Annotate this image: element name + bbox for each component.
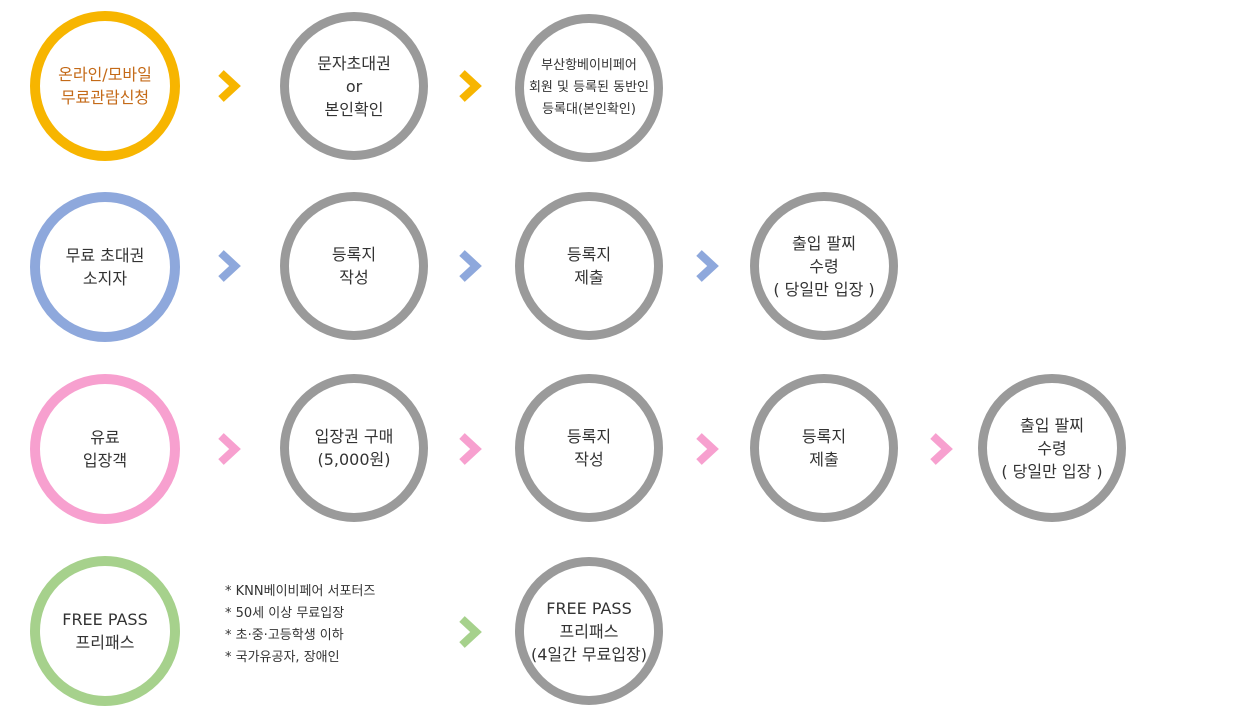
node-line: (5,000원) <box>317 450 391 469</box>
note-item: * 초·중·고등학생 이하 <box>225 628 344 643</box>
node-line: 본인확인 <box>324 99 384 119</box>
node-line: 등록대(본인확인) <box>542 102 636 117</box>
node-line: FREE PASS <box>62 610 148 629</box>
step-submit-registration: 등록지 제출 <box>515 192 663 340</box>
chevron-right-icon <box>693 432 721 466</box>
node-line: FREE PASS <box>546 598 632 618</box>
step-sms-invite-or-id: 문자초대권 or 본인확인 <box>280 12 428 160</box>
step-receive-wristband: 출입 팔찌 수령 ( 당일만 입장 ) <box>978 374 1126 522</box>
node-line: 제출 <box>809 450 839 469</box>
node-line: 프리패스 <box>559 621 619 641</box>
chevron-right-icon <box>215 432 243 466</box>
node-line: 무료 초대권 <box>65 246 145 265</box>
node-line: or <box>345 76 363 96</box>
step-submit-registration: 등록지 제출 <box>750 374 898 522</box>
node-line: 입장객 <box>82 451 128 470</box>
start-online-mobile: 온라인/모바일 무료관람신청 <box>30 11 180 161</box>
note-item: * KNN베이비페어 서포터즈 <box>225 584 376 599</box>
chevron-right-icon <box>456 432 484 466</box>
node-line: 유료 <box>90 428 120 447</box>
node-line: 프리패스 <box>75 633 135 652</box>
node-line: ( 당일만 입장 ) <box>1001 461 1103 481</box>
node-line: ( 당일만 입장 ) <box>773 279 875 299</box>
start-free-invite-holder: 무료 초대권 소지자 <box>30 192 180 342</box>
chevron-right-icon <box>456 249 484 283</box>
step-write-registration: 등록지 작성 <box>515 374 663 522</box>
node-line: 출입 팔찌 <box>792 233 856 253</box>
note-item: * 국가유공자, 장애인 <box>225 650 340 665</box>
chevron-right-icon <box>693 249 721 283</box>
node-line: 등록지 <box>331 245 377 264</box>
node-line: 무료관람신청 <box>60 88 150 107</box>
step-buy-ticket: 입장권 구매 (5,000원) <box>280 374 428 522</box>
chevron-right-icon <box>215 249 243 283</box>
node-line: 부산항베이비페어 <box>541 58 637 73</box>
node-line: 작성 <box>339 268 369 287</box>
chevron-right-icon <box>456 615 484 649</box>
node-line: 등록지 <box>566 245 612 264</box>
node-line: 등록지 <box>566 427 612 446</box>
chevron-right-icon <box>456 69 484 103</box>
start-paid-visitor: 유료 입장객 <box>30 374 180 524</box>
chevron-right-icon <box>927 432 955 466</box>
node-line: (4일간 무료입장) <box>530 644 648 664</box>
node-line: 회원 및 등록된 동반인 <box>528 80 650 95</box>
node-line: 제출 <box>574 268 604 287</box>
node-line: 수령 <box>809 256 839 276</box>
node-line: 작성 <box>574 450 604 469</box>
node-line: 소지자 <box>82 269 128 288</box>
free-pass-eligibility-notes: * KNN베이비페어 서포터즈 * 50세 이상 무료입장 * 초·중·고등학생… <box>225 581 375 669</box>
node-line: 온라인/모바일 <box>58 65 152 84</box>
step-write-registration: 등록지 작성 <box>280 192 428 340</box>
step-receive-wristband: 출입 팔찌 수령 ( 당일만 입장 ) <box>750 192 898 340</box>
node-line: 출입 팔찌 <box>1020 415 1084 435</box>
step-member-registration-desk: 부산항베이비페어 회원 및 등록된 동반인 등록대(본인확인) <box>515 14 663 162</box>
node-line: 수령 <box>1037 438 1067 458</box>
node-line: 문자초대권 <box>317 53 391 73</box>
node-line: 입장권 구매 <box>314 427 394 446</box>
chevron-right-icon <box>215 69 243 103</box>
node-line: 등록지 <box>801 427 847 446</box>
step-free-pass-four-days: FREE PASS 프리패스 (4일간 무료입장) <box>515 557 663 705</box>
note-item: * 50세 이상 무료입장 <box>225 606 345 621</box>
start-free-pass: FREE PASS 프리패스 <box>30 556 180 706</box>
